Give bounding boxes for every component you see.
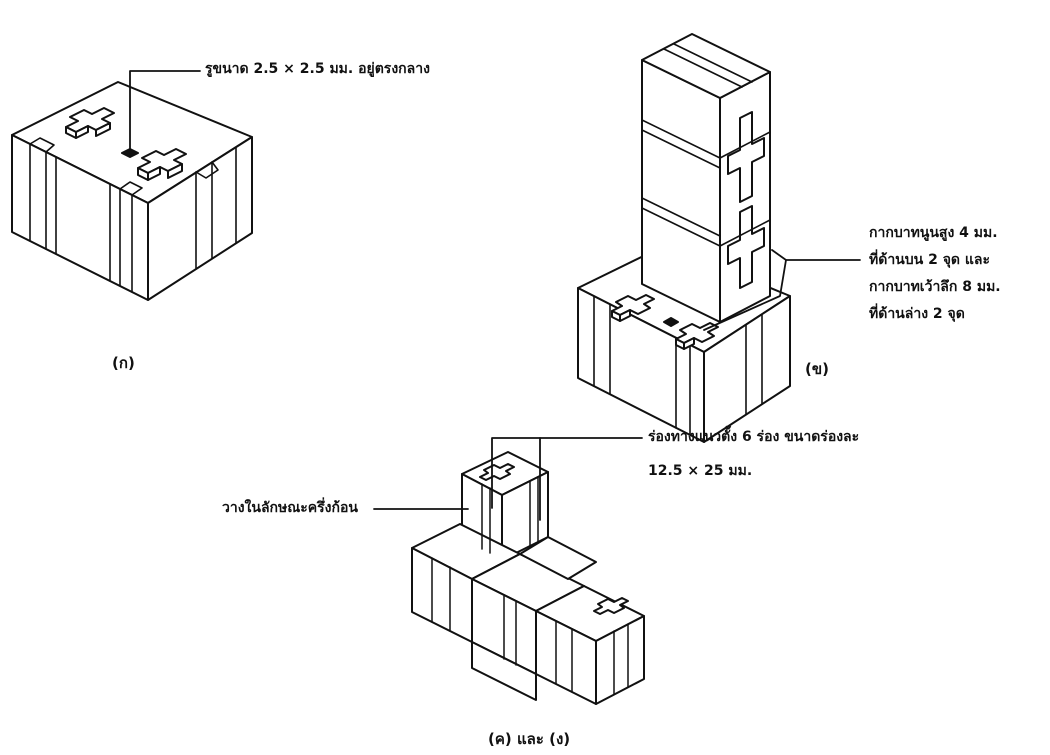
callout-crosses-line-2: ที่ด้านบน 2 จุด และ <box>869 252 990 268</box>
callout-crosses-line-4: ที่ด้านล่าง 2 จุด <box>869 306 965 322</box>
cross-boss-2 <box>137 148 187 181</box>
callout-half-block: วางในลักษณะครึ่งก้อน <box>222 500 358 516</box>
center-hole-b <box>663 317 679 327</box>
block-a <box>11 70 253 301</box>
center-hole <box>121 148 139 158</box>
callout-hole: รูขนาด 2.5 × 2.5 มม. อยู่ตรงกลาง <box>205 61 430 77</box>
caption-cd: (ค) และ (ง) <box>488 730 571 748</box>
cross-boss-right <box>593 597 629 615</box>
caption-b: (ข) <box>805 360 829 378</box>
recessed-cross-b1 <box>727 111 765 203</box>
cross-boss-b1 <box>611 294 655 322</box>
callout-channels-line-2: 12.5 × 25 มม. <box>648 463 753 479</box>
cross-boss-top <box>479 463 515 481</box>
callout-crosses: กากบาทนูนสูง 4 มม. ที่ด้านบน 2 จุด และ ก… <box>869 220 1001 328</box>
block-b <box>577 33 861 443</box>
stacked-wall-cd <box>373 437 645 705</box>
callout-crosses-line-3: กากบาทเว้าลึก 8 มม. <box>869 279 1001 295</box>
recessed-cross-b2 <box>727 205 765 289</box>
cross-boss-1 <box>65 107 115 139</box>
caption-a: (ก) <box>112 354 135 372</box>
callout-channels-line-1: ร่องทางแนวตั้ง 6 ร่อง ขนาดร่องละ <box>648 429 860 445</box>
callout-crosses-line-1: กากบาทนูนสูง 4 มม. <box>869 225 998 241</box>
